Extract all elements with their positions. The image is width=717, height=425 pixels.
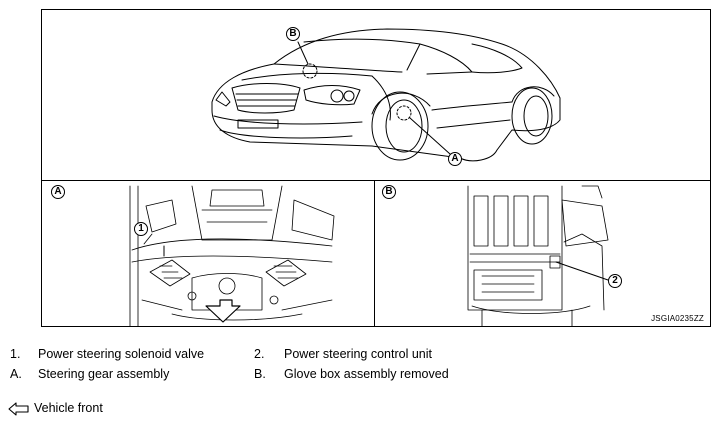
panel-divider-horizontal	[42, 180, 710, 181]
vehicle-front-text: Vehicle front	[34, 401, 103, 415]
callout-1: 1	[134, 222, 148, 236]
figure-code: JSGIA0235ZZ	[651, 314, 704, 323]
callout-2: 2	[608, 274, 622, 288]
legend: 1. Power steering solenoid valve 2. Powe…	[10, 346, 710, 386]
legend-key: B.	[254, 367, 266, 381]
legend-key: A.	[10, 367, 22, 381]
legend-text: Power steering control unit	[284, 347, 432, 361]
figure-frame: B A A B 1 2 JSGIA0235ZZ	[41, 9, 711, 327]
arrow-left-outline-icon	[8, 402, 29, 416]
panel-a-label: A	[51, 185, 65, 199]
vehicle-illustration	[129, 28, 609, 326]
panel-divider-vertical	[374, 180, 375, 326]
legend-key: 1.	[10, 347, 21, 361]
legend-text: Steering gear assembly	[38, 367, 170, 381]
legend-key: 2.	[254, 347, 265, 361]
panel-b-label: B	[382, 185, 396, 199]
callout-b: B	[286, 27, 300, 41]
callout-a: A	[448, 152, 462, 166]
legend-text: Glove box assembly removed	[284, 367, 449, 381]
legend-text: Power steering solenoid valve	[38, 347, 205, 361]
